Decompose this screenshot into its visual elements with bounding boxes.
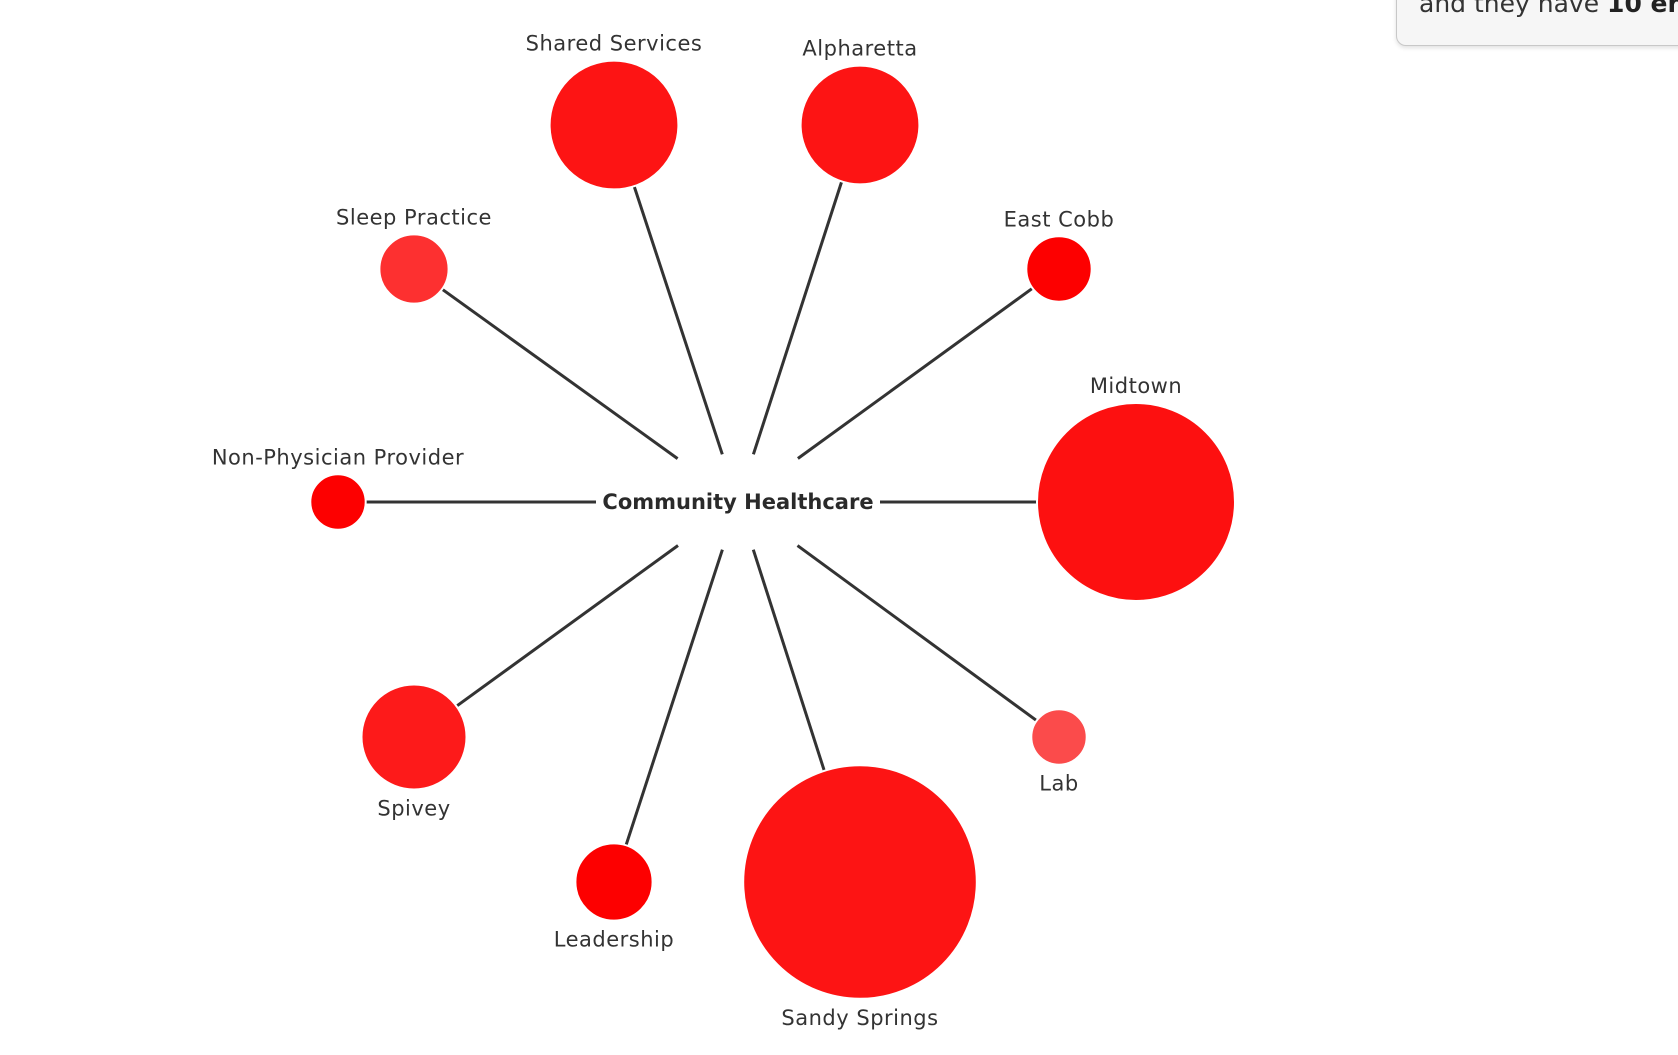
node-spivey[interactable] <box>360 683 468 791</box>
node-label-spivey[interactable]: Spivey <box>377 797 450 821</box>
node-lab[interactable] <box>1030 708 1088 766</box>
edge-sandy-springs <box>751 549 826 772</box>
node-label-east-cobb[interactable]: East Cobb <box>1004 207 1115 231</box>
node-non-physician-provider[interactable] <box>309 473 367 531</box>
node-label-sleep-practice[interactable]: Sleep Practice <box>336 205 492 229</box>
hover-tooltip: and they have 10 en <box>1396 0 1678 46</box>
node-label-midtown[interactable]: Midtown <box>1090 374 1182 398</box>
edge-lab <box>796 544 1038 722</box>
node-label-lab[interactable]: Lab <box>1039 772 1078 796</box>
node-sandy-springs[interactable] <box>742 764 978 1000</box>
node-leadership[interactable] <box>574 842 654 922</box>
edge-shared-services <box>632 185 724 455</box>
edge-leadership <box>624 549 724 846</box>
node-label-alpharetta[interactable]: Alpharetta <box>802 37 917 61</box>
tooltip-bold-text: 10 en <box>1607 0 1678 18</box>
edge-alpharetta <box>751 181 844 455</box>
node-label-shared-services[interactable]: Shared Services <box>526 32 703 56</box>
node-alpharetta[interactable] <box>799 64 921 186</box>
node-label-non-physician-provider[interactable]: Non-Physician Provider <box>212 445 464 469</box>
center-node-label[interactable]: Community Healthcare <box>602 490 873 514</box>
tooltip-text: and they have <box>1419 0 1608 18</box>
edge-east-cobb <box>797 286 1034 460</box>
edge-spivey <box>455 544 679 708</box>
edge-sleep-practice <box>441 287 679 460</box>
node-midtown[interactable] <box>1036 402 1236 602</box>
edges-layer <box>365 181 1038 846</box>
node-label-leadership[interactable]: Leadership <box>554 928 674 952</box>
node-sleep-practice[interactable] <box>378 233 450 305</box>
node-east-cobb[interactable] <box>1025 235 1093 303</box>
node-label-sandy-springs[interactable]: Sandy Springs <box>781 1006 938 1030</box>
node-shared-services[interactable] <box>548 59 680 191</box>
